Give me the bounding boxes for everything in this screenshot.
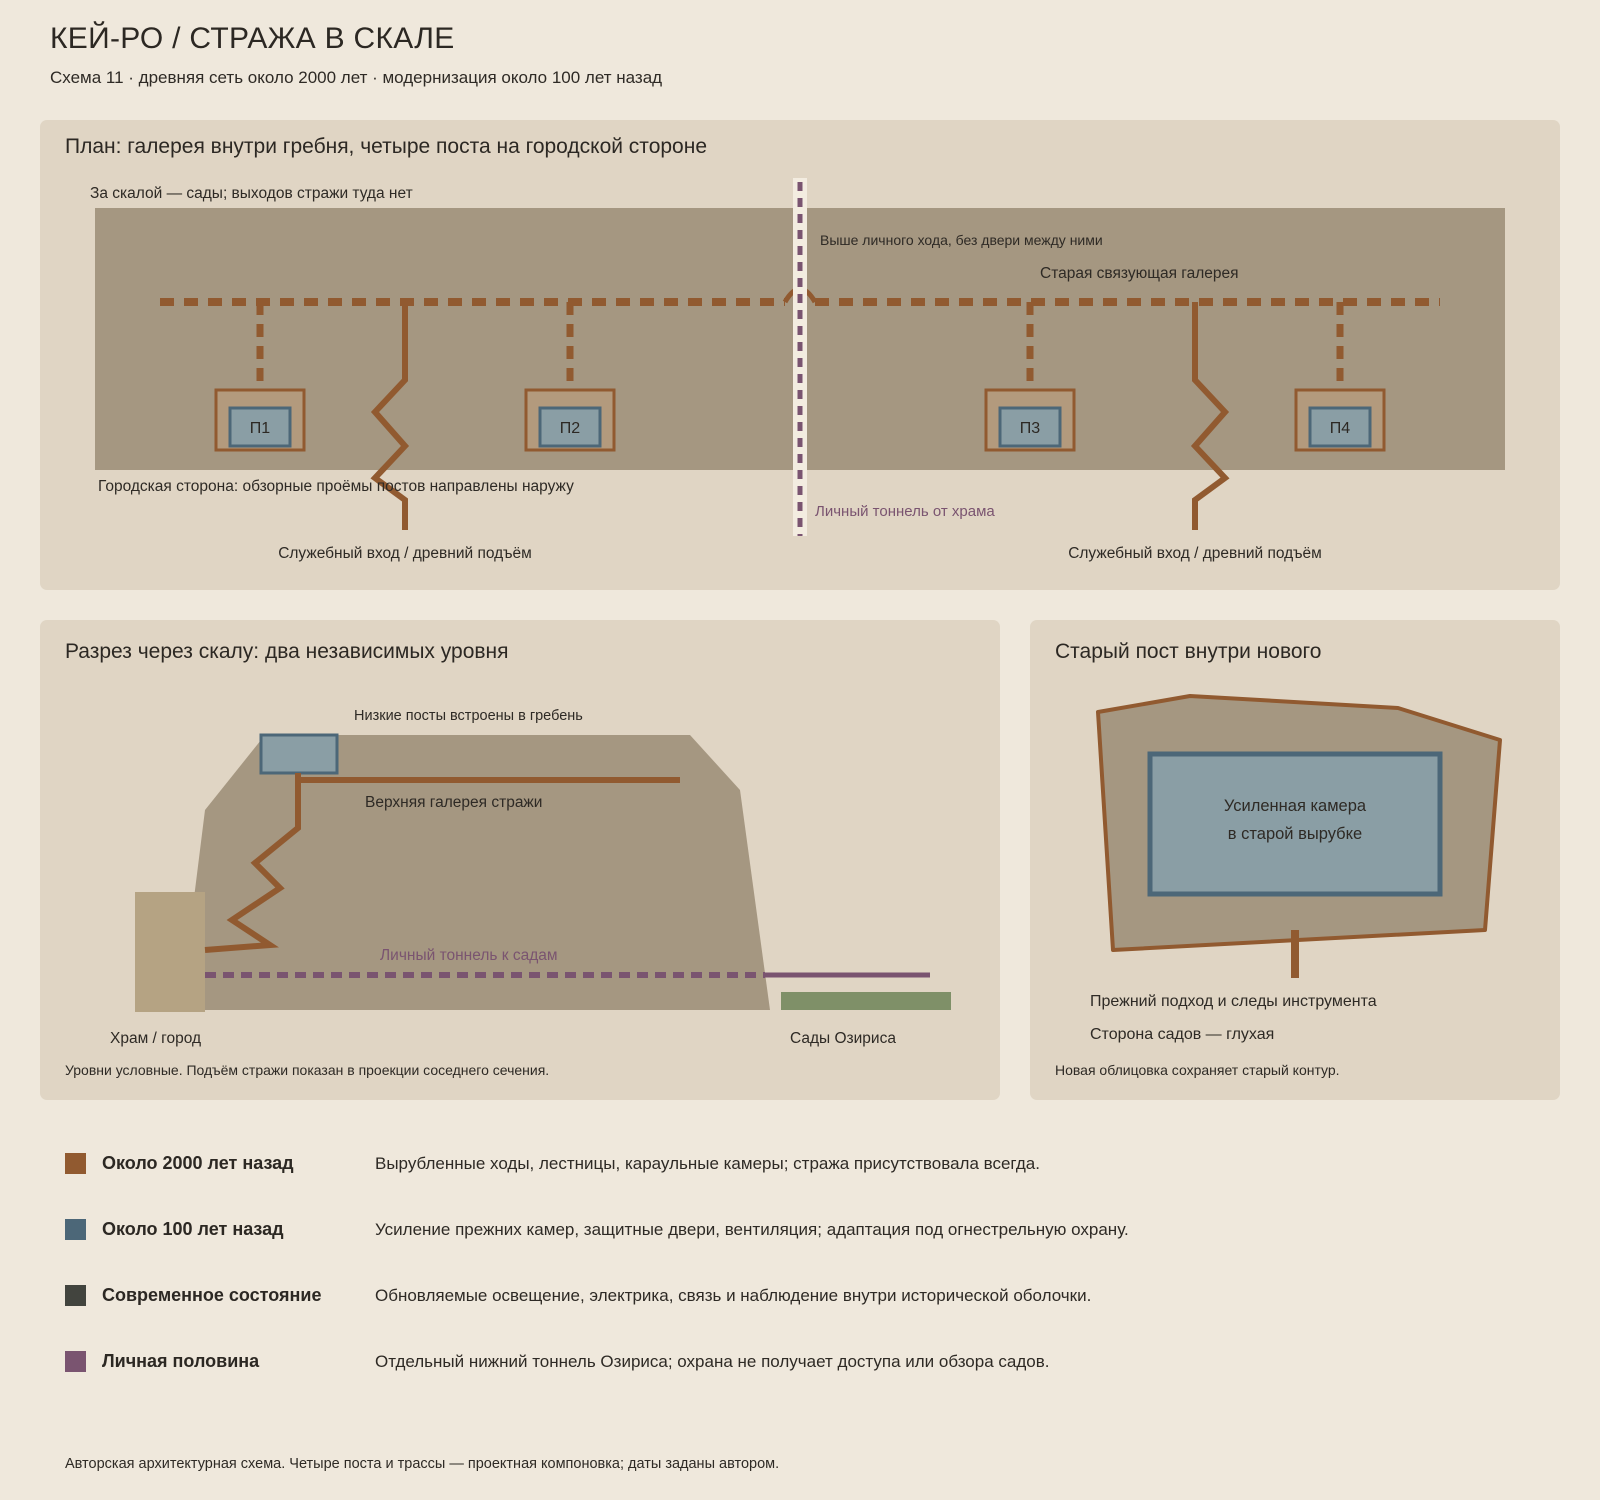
legend-name-private: Личная половина [102, 1351, 260, 1371]
gardens-label: Сады Озириса [790, 1030, 896, 1047]
service-entry-right-label: Служебный вход / древний подъём [1068, 545, 1322, 562]
legend-desc-modern100: Усиление прежних камер, защитные двери, … [375, 1220, 1129, 1239]
behind-rock-label: За скалой — сады; выходов стражи туда не… [90, 185, 413, 202]
guard-stair [204, 773, 301, 953]
legend-name-ancient: Около 2000 лет назад [102, 1153, 294, 1173]
post-label-p2: П2 [560, 420, 581, 437]
post-p2 [524, 388, 616, 452]
city-side-label: Городская сторона: обзорные проёмы посто… [98, 478, 574, 495]
post-p1 [214, 388, 306, 452]
legend-desc-private: Отдельный нижний тоннель Озириса; охрана… [375, 1352, 1050, 1371]
plan-title: План: галерея внутри гребня, четыре пост… [65, 135, 708, 158]
low-post-chamber [259, 733, 339, 775]
garden-side-label: Сторона садов — глухая [1090, 1026, 1274, 1043]
service-stair-left [370, 302, 410, 530]
chamber-line2: в старой вырубке [1228, 825, 1362, 843]
legend-desc-current: Обновляемые освещение, электрика, связь … [375, 1286, 1092, 1305]
legend-name-modern100: Около 100 лет назад [102, 1219, 284, 1239]
temple-block [135, 892, 205, 1012]
chamber-line1: Усиленная камера [1224, 797, 1367, 815]
section-diagram: Низкие посты встроены в гребень Верхняя … [65, 708, 951, 1078]
oldpost-note: Новая облицовка сохраняет старый контур. [1055, 1062, 1340, 1078]
oldpost-diagram: Усиленная камера в старой вырубке Прежни… [1055, 694, 1502, 1078]
footer-note: Авторская архитектурная схема. Четыре по… [65, 1456, 780, 1472]
old-approach-label: Прежний подход и следы инструмента [1090, 993, 1377, 1010]
post-label-p3: П3 [1020, 420, 1041, 437]
plan-diagram: П1 П2 П3 П4 За скалой — сады; выходов ст… [90, 178, 1505, 562]
section-title: Разрез через скалу: два независимых уров… [65, 640, 509, 663]
page-subtitle: Схема 11 · древняя сеть около 2000 лет ·… [50, 68, 663, 87]
reinforced-chamber [1147, 751, 1443, 897]
page-title: КЕЙ-РО / СТРАЖА В СКАЛЕ [50, 22, 455, 55]
old-gallery-label: Старая связующая галерея [1040, 265, 1239, 282]
post-label-p1: П1 [250, 420, 271, 437]
private-tunnel-band [793, 178, 807, 536]
private-tunnel-label: Личный тоннель от храма [815, 503, 995, 520]
post-p3 [984, 388, 1076, 452]
legend-swatch-modern100 [65, 1219, 86, 1240]
service-stair-right [1190, 302, 1230, 530]
legend-swatch-current [65, 1285, 86, 1306]
temple-label: Храм / город [110, 1030, 201, 1047]
legend-swatch-ancient [65, 1153, 86, 1174]
service-entry-left-label: Служебный вход / древний подъём [278, 545, 532, 562]
legend-name-current: Современное состояние [102, 1285, 322, 1305]
legend-desc-ancient: Вырубленные ходы, лестницы, караульные к… [375, 1154, 1040, 1173]
gardens-strip [781, 992, 951, 1010]
oldpost-title: Старый пост внутри нового [1055, 640, 1322, 663]
section-tunnel-label: Личный тоннель к садам [380, 947, 558, 964]
above-tunnel-note: Выше личного хода, без двери между ними [820, 232, 1103, 248]
rock-section [180, 735, 770, 1010]
post-label-p4: П4 [1330, 420, 1351, 437]
post-p4 [1294, 388, 1386, 452]
section-note: Уровни условные. Подъём стражи показан в… [65, 1062, 549, 1078]
low-posts-label: Низкие посты встроены в гребень [354, 708, 583, 724]
upper-gallery-label: Верхняя галерея стражи [365, 794, 542, 811]
legend-swatch-private [65, 1351, 86, 1372]
